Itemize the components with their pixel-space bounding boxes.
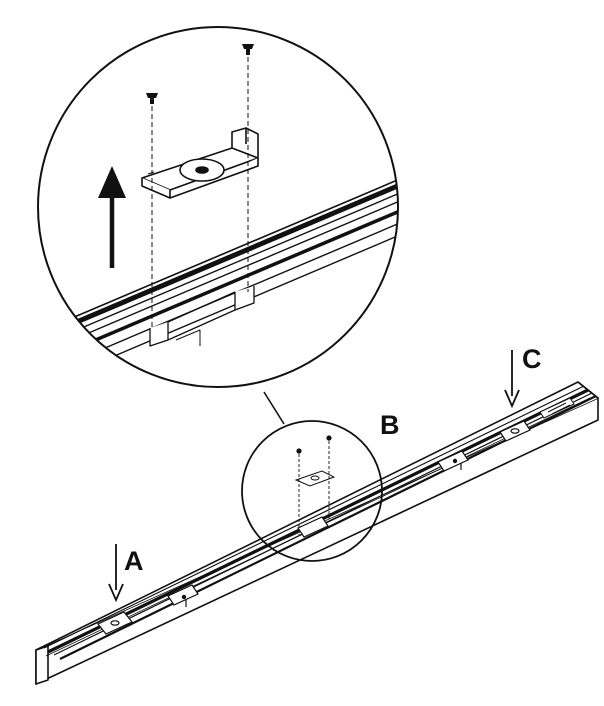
profile-clip-right (539, 397, 575, 419)
large-bracket (141, 127, 259, 199)
arrow-down-icon (108, 544, 124, 603)
large-screw-left (146, 93, 158, 330)
connector-line (263, 391, 285, 425)
aluminium-profile (35, 381, 599, 685)
profile-clip-c (499, 420, 531, 442)
profile-clip-b (297, 516, 329, 538)
detail-circle-small (241, 420, 383, 562)
profile-clip-mid (437, 450, 469, 472)
profile-clip-a (167, 584, 199, 607)
small-screw-left (296, 448, 302, 535)
small-screw-right (326, 435, 332, 522)
label-c: C (522, 344, 542, 374)
profile-clip-left (97, 611, 133, 635)
arrow-down-icon (504, 350, 520, 409)
label-b: B (380, 410, 400, 440)
small-bracket (294, 470, 336, 487)
detail-circle-large (37, 26, 399, 388)
label-a: A (124, 546, 144, 576)
arrow-up-icon (98, 166, 126, 268)
large-screw-right (242, 44, 254, 292)
